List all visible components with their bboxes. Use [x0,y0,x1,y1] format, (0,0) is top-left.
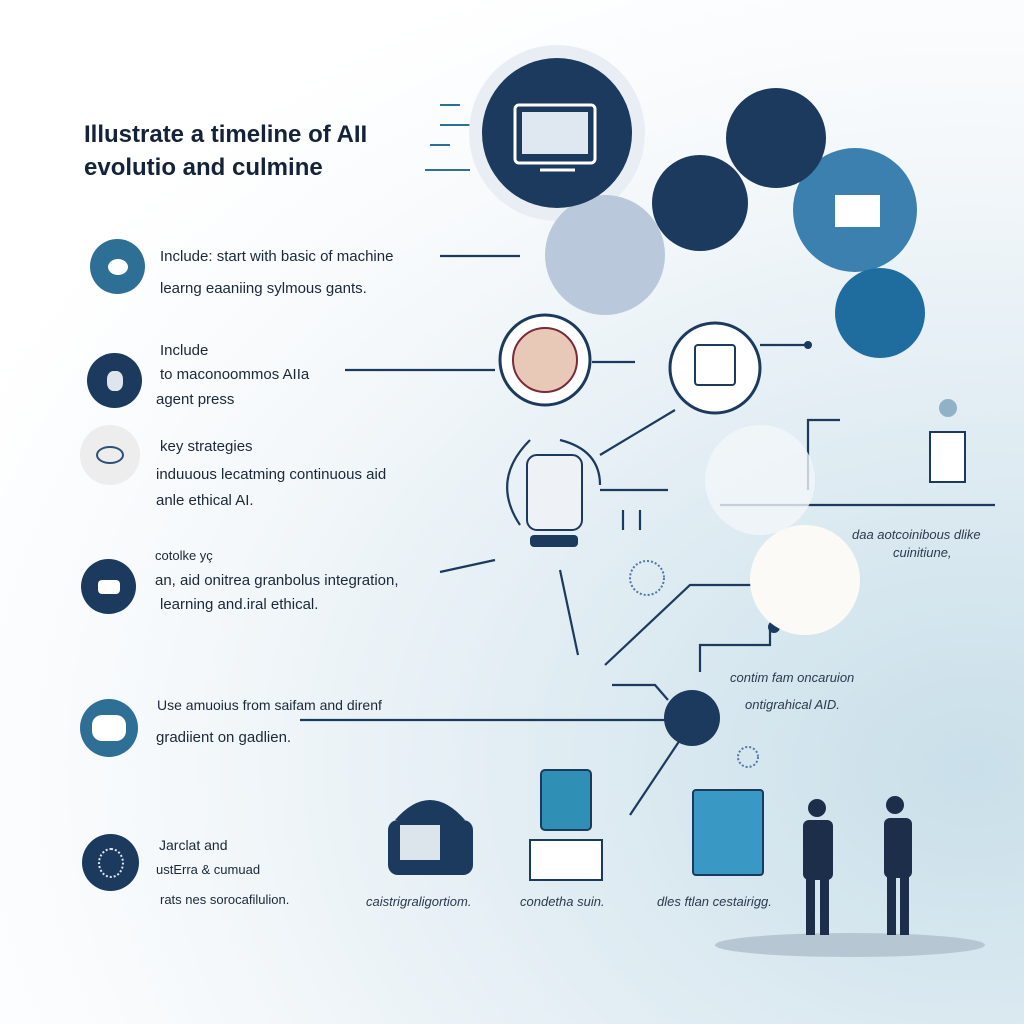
row-5-line-2: gradiient on gadlien. [156,729,292,746]
page-title: Illustrate a timeline of AII evolutio an… [84,118,367,184]
row-4-line-2: an, aid onitrea granbolus integration, [155,572,399,589]
caption-machine: caistrigraligortiom. [366,894,472,909]
row-2-line-3: agent press [156,391,235,408]
caption-top-right-2: cuinitiune, [893,545,952,560]
row-6-line-3: rats nes sorocafilulion. [160,892,290,907]
row-6-line-1: Jarclat and [159,837,228,853]
caption-top-right-1: daa aotcoinibous dlike [852,527,981,542]
row-2-line-2: to maconoommos AIIa [160,366,310,383]
row-6-line-2: ustErra & cumuad [156,862,261,877]
robot-icon [90,239,145,294]
caption-computer: condetha suin. [520,894,605,909]
title-line-2: evolutio and culmine [84,154,323,181]
row-3-line-1: key strategies [160,438,253,455]
row-2-line-1: Include [160,342,209,359]
row-1-line-2: learng eaaniing sylmous gants. [160,280,367,297]
row-3-line-2: induuous lecatming continuous aid [156,466,387,483]
row-4-line-1: cotolke yç [155,548,213,563]
row-5-line-1: Use amuoius from saifam and direnf [157,697,382,713]
brain-icon [80,425,140,485]
row-3-line-3: anle ethical AI. [156,492,254,509]
agent-icon [81,559,136,614]
row-1-line-1: Include: start with basic of machine [160,248,394,265]
network-head-icon [82,834,139,891]
person-icon [87,353,142,408]
title-line-1: Illustrate a timeline of AII [84,121,368,148]
chatbot-icon [80,699,138,757]
caption-mid-right-2: ontigrahical AID. [745,697,840,712]
row-4-line-3: learning and.iral ethical. [160,596,319,613]
caption-mid-right-1: contim fam oncaruion [730,670,855,685]
caption-tablet: dles ftlan cestairigg. [657,894,772,909]
